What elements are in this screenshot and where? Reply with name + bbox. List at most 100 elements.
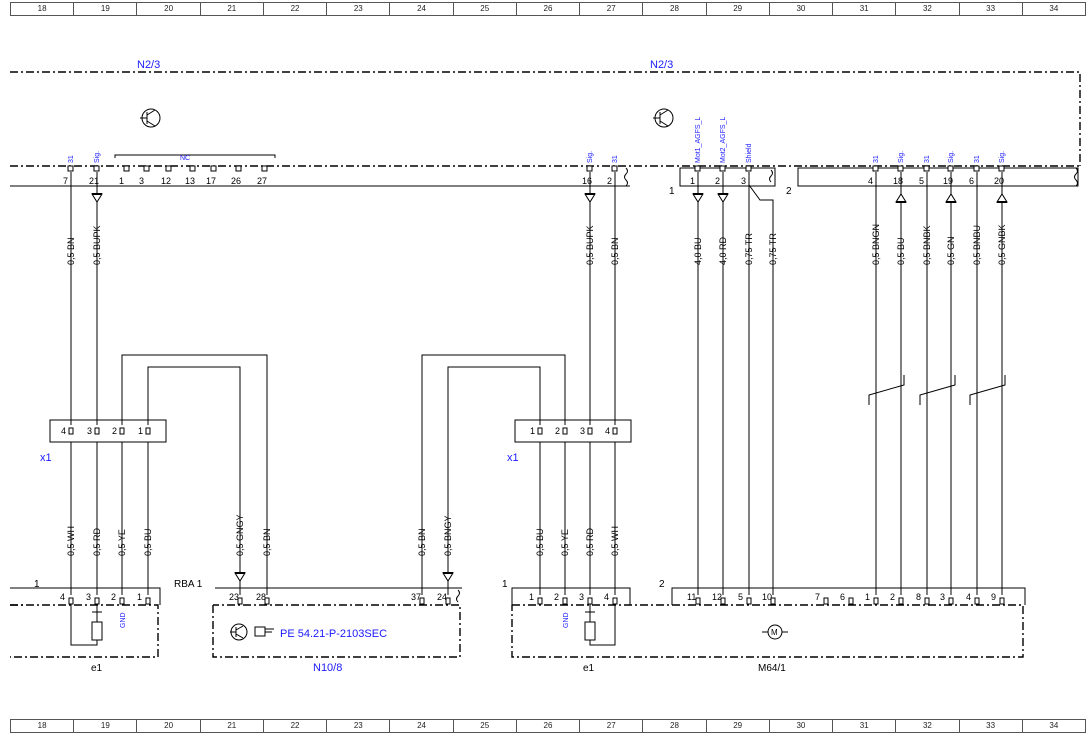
pin-signal-label: Sig. — [898, 151, 905, 163]
pin-number: 5 — [919, 176, 924, 186]
nc-brace — [114, 154, 276, 158]
n23-connector-2 — [797, 167, 1079, 187]
pin-terminal — [947, 165, 954, 172]
pin-number: 3 — [580, 426, 585, 436]
grid-column-label: 23 — [327, 3, 391, 15]
pin-number: 4 — [966, 592, 971, 602]
pin-number: 27 — [257, 176, 267, 186]
module-label-n23: N2/3 — [137, 59, 160, 71]
pin-terminal — [67, 165, 74, 172]
grid-column-label: 30 — [770, 3, 834, 15]
pin-signal-label: Shield — [746, 143, 753, 163]
pin-terminal — [119, 597, 125, 605]
pin-terminal — [948, 597, 954, 605]
pin-number: 17 — [206, 176, 216, 186]
pin-terminal — [94, 597, 100, 605]
grid-column-label: 26 — [517, 720, 581, 732]
signal-arrow-down — [717, 193, 729, 203]
break-symbol — [769, 169, 773, 183]
grid-column-label: 25 — [454, 720, 517, 732]
pin-terminal — [694, 165, 701, 172]
pin-terminal — [974, 597, 980, 605]
grid-column-label: 25 — [454, 3, 517, 15]
pin-terminal — [93, 165, 100, 172]
x1-left-connector — [49, 419, 167, 443]
pin-terminal — [235, 165, 242, 172]
pin-terminal — [68, 597, 74, 605]
pin-number: 8 — [916, 592, 921, 602]
wire-label: 0,5 RD — [92, 527, 102, 556]
grid-column-label: 21 — [201, 3, 264, 15]
pin-number: 12 — [712, 592, 722, 602]
pin-number: 4 — [604, 592, 609, 602]
grid-column-label: 20 — [137, 3, 201, 15]
pin-terminal — [165, 165, 172, 172]
pin-terminal — [872, 165, 879, 172]
connector-label-x1: x1 — [40, 452, 52, 464]
wire-label: 0,5 GNBK — [997, 224, 1007, 265]
wire-label: 4,0 BU — [693, 237, 703, 265]
pin-terminal — [998, 165, 1005, 172]
pin-number: 7 — [63, 176, 68, 186]
e1-left-module — [10, 604, 159, 658]
pin-number: 9 — [991, 592, 996, 602]
grid-column-label: 27 — [580, 720, 644, 732]
pin-signal-label: 31 — [612, 155, 619, 163]
pin-terminal — [770, 597, 776, 605]
pin-terminal — [848, 597, 854, 605]
pin-terminal — [612, 597, 618, 605]
grid-column-label: 28 — [643, 3, 707, 15]
pin-terminal — [562, 597, 568, 605]
lower-wires — [70, 442, 616, 595]
grid-column-label: 24 — [390, 3, 454, 15]
svg-text:M: M — [771, 628, 778, 637]
pin-signal-label: 31 — [924, 155, 931, 163]
pin-signal-label: Mot1_AGFS_L — [695, 117, 702, 163]
e1-left-connector — [10, 587, 161, 605]
pin-terminal — [586, 165, 593, 172]
pin-number: 26 — [231, 176, 241, 186]
grid-column-label: 21 — [201, 720, 264, 732]
signal-arrow-up — [895, 193, 907, 203]
pin-number: 21 — [89, 176, 99, 186]
signal-arrow-up — [945, 193, 957, 203]
pin-number: 2 — [111, 592, 116, 602]
m641-e1-module — [511, 604, 1024, 658]
pin-terminal — [123, 165, 130, 172]
pin-signal-label: Sig. — [948, 151, 955, 163]
pin-terminal — [119, 427, 125, 435]
grid-column-label: 29 — [707, 3, 770, 15]
pin-number: 4 — [605, 426, 610, 436]
grid-column-label: 32 — [896, 720, 960, 732]
connector-number: 2 — [659, 579, 665, 590]
pin-number: 3 — [579, 592, 584, 602]
wire-label: 0,75 TR — [744, 233, 754, 265]
pin-signal-label: Sig. — [587, 151, 594, 163]
pin-terminal — [973, 165, 980, 172]
signal-arrow-down — [234, 572, 246, 582]
grid-column-label: 26 — [517, 3, 581, 15]
pin-terminal — [419, 597, 425, 605]
grid-column-label: 23 — [327, 720, 391, 732]
pin-terminal — [189, 165, 196, 172]
pin-number: 28 — [256, 592, 266, 602]
grid-column-label: 30 — [770, 720, 834, 732]
pin-terminal — [898, 597, 904, 605]
wire-label: 0,5 BN — [417, 528, 427, 556]
grid-column-label: 34 — [1049, 721, 1059, 730]
pin-terminal — [587, 427, 593, 435]
pin-number: 2 — [607, 176, 612, 186]
grid-column-label: 31 — [833, 3, 897, 15]
wire-label: 0,5 BUPK — [585, 225, 595, 265]
signal-arrow-down — [692, 193, 704, 203]
pin-number: 6 — [969, 176, 974, 186]
pin-number: 1 — [138, 426, 143, 436]
pin-terminal — [720, 597, 726, 605]
pin-number: 2 — [555, 426, 560, 436]
pin-number: 1 — [119, 176, 124, 186]
wire-label: 0,75 TR — [768, 233, 778, 265]
grid-column-label: 18 — [11, 720, 75, 732]
pin-terminal — [145, 597, 151, 605]
